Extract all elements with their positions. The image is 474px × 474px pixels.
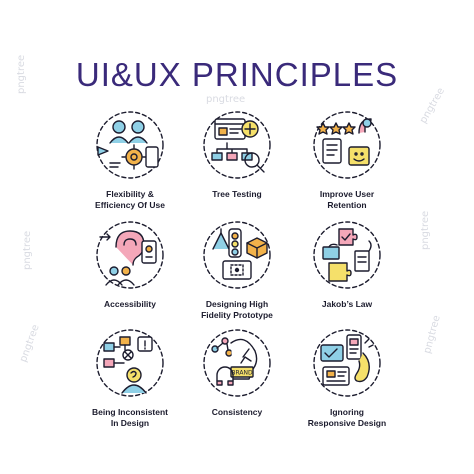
principle-label: Jakob’s Law	[282, 299, 412, 310]
principle-card: Flexibility & Efficiency Of Use	[65, 105, 195, 211]
label-line: Accessibility	[104, 299, 156, 309]
watermark-text: pngtree	[420, 210, 431, 250]
principle-card: Tree Testing	[172, 105, 302, 200]
principle-label: Improve User Retention	[282, 189, 412, 211]
label-line: Efficiency Of Use	[95, 200, 165, 210]
watermark-text: pngtree	[22, 230, 33, 270]
principle-card: Improve User Retention	[282, 105, 412, 211]
principle-card: Ignoring Responsive Design	[282, 323, 412, 429]
devices-ignore-icon	[307, 323, 387, 403]
label-line: Consistency	[211, 407, 263, 417]
principle-card: BRAND Consistency	[172, 323, 302, 418]
principle-card: Jakob’s Law	[282, 215, 412, 310]
label-line: Retention	[327, 200, 367, 210]
puzzle-sync-icon	[307, 215, 387, 295]
watermark-text: pngtree	[18, 323, 42, 364]
page-title: UI&UX PRINCIPLES	[75, 56, 399, 93]
brand-magnet-icon: BRAND	[197, 323, 277, 403]
label-line: Responsive Design	[307, 418, 387, 428]
two-users-gear-icon	[90, 105, 170, 185]
confused-user-flow-icon	[90, 323, 170, 403]
principle-label: Ignoring Responsive Design	[282, 407, 412, 429]
principle-label: Accessibility	[65, 299, 195, 310]
principle-label: Being Inconsistent In Design	[65, 407, 195, 429]
principle-label: Consistency	[172, 407, 302, 418]
principle-label: Flexibility & Efficiency Of Use	[65, 189, 195, 211]
watermark-text: pngtree	[422, 314, 443, 355]
watermark-text: pngtree	[206, 94, 246, 105]
principle-card: Accessibility	[65, 215, 195, 310]
label-line: Fidelity Prototype	[201, 310, 273, 320]
label-line: In Design	[110, 418, 150, 428]
star-rating-magnet-icon	[307, 105, 387, 185]
ear-hearing-icon	[90, 215, 170, 295]
label-line: Being Inconsistent	[91, 407, 169, 417]
principle-card: Designing High Fidelity Prototype	[172, 215, 302, 321]
label-line: Improve User	[319, 189, 375, 199]
label-line: Tree Testing	[212, 189, 262, 199]
label-line: Jakob’s Law	[321, 299, 373, 309]
label-line: Flexibility &	[106, 189, 154, 199]
prototype-tools-icon	[197, 215, 277, 295]
watermark-text: pngtree	[16, 54, 27, 94]
sitemap-magnifier-icon	[197, 105, 277, 185]
principle-card: Being Inconsistent In Design	[65, 323, 195, 429]
label-line: Designing High	[205, 299, 269, 309]
svg-text:BRAND: BRAND	[231, 370, 253, 377]
principle-label: Designing High Fidelity Prototype	[172, 299, 302, 321]
label-line: Ignoring	[330, 407, 364, 417]
principle-label: Tree Testing	[172, 189, 302, 200]
